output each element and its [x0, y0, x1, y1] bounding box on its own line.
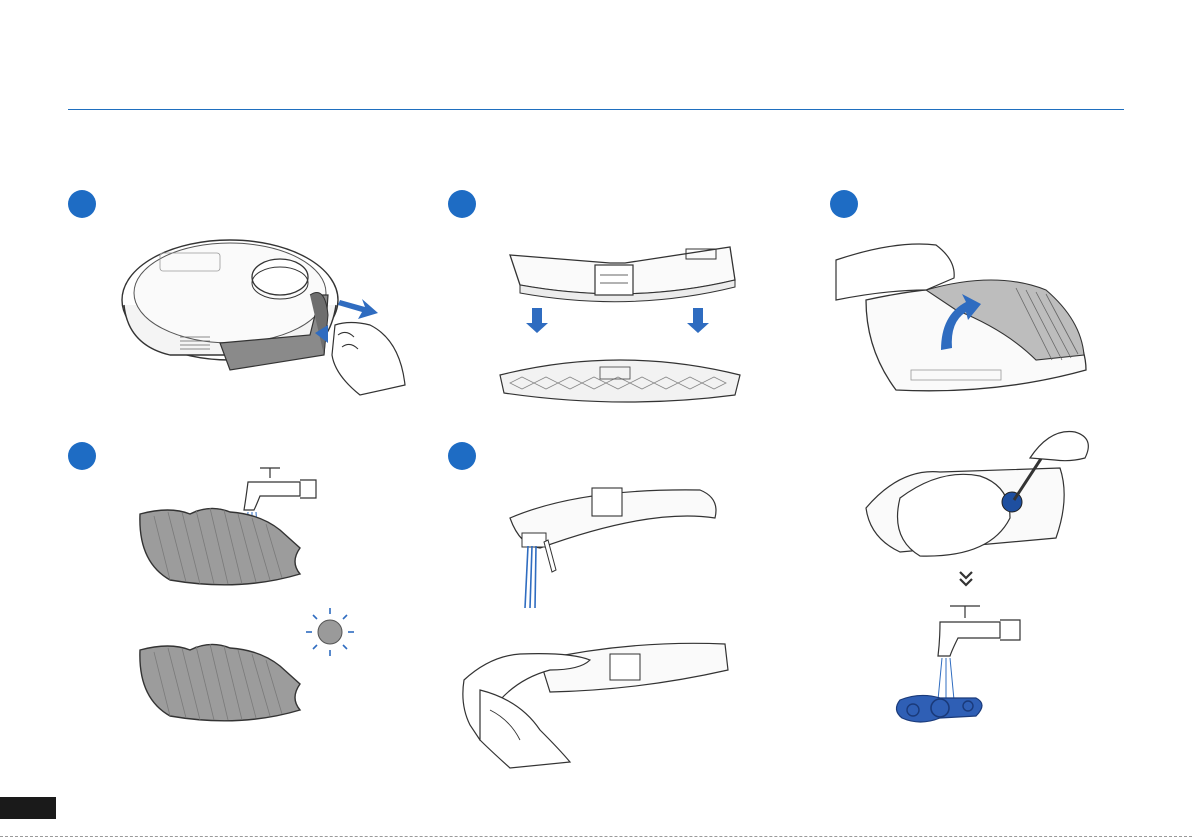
- hand-cloth-illustration: [460, 630, 735, 770]
- down-arrow-icon: [687, 308, 709, 333]
- water-outlet-filter-icon: [880, 600, 1060, 750]
- mop-pad-illustration: [130, 600, 370, 740]
- down-arrow-icon: [526, 308, 548, 333]
- double-chevron-down-icon: [958, 570, 974, 588]
- blue-wick-illustration: [500, 478, 730, 613]
- hand-cloth-illustration: [860, 428, 1100, 568]
- sun-icon: [306, 608, 354, 656]
- step-badge-1: [68, 190, 96, 218]
- water-tank-illustration: [490, 235, 760, 415]
- header-rule: [68, 109, 1124, 110]
- step-badge-5: [448, 442, 476, 470]
- step-badge-4: [68, 442, 96, 470]
- step-badge-2: [448, 190, 476, 218]
- mop-pad-illustration: [130, 462, 370, 592]
- pull-arrow-icon: [338, 299, 378, 319]
- mopping-plate-illustration: [836, 230, 1106, 405]
- page-bottom-rule: [0, 836, 1192, 837]
- water-tap-icon: [244, 468, 316, 510]
- water-tap-icon: [938, 606, 1020, 656]
- page-number-tab: [0, 797, 56, 819]
- robot-vacuum-illustration: [110, 225, 410, 405]
- step-badge-3: [830, 190, 858, 218]
